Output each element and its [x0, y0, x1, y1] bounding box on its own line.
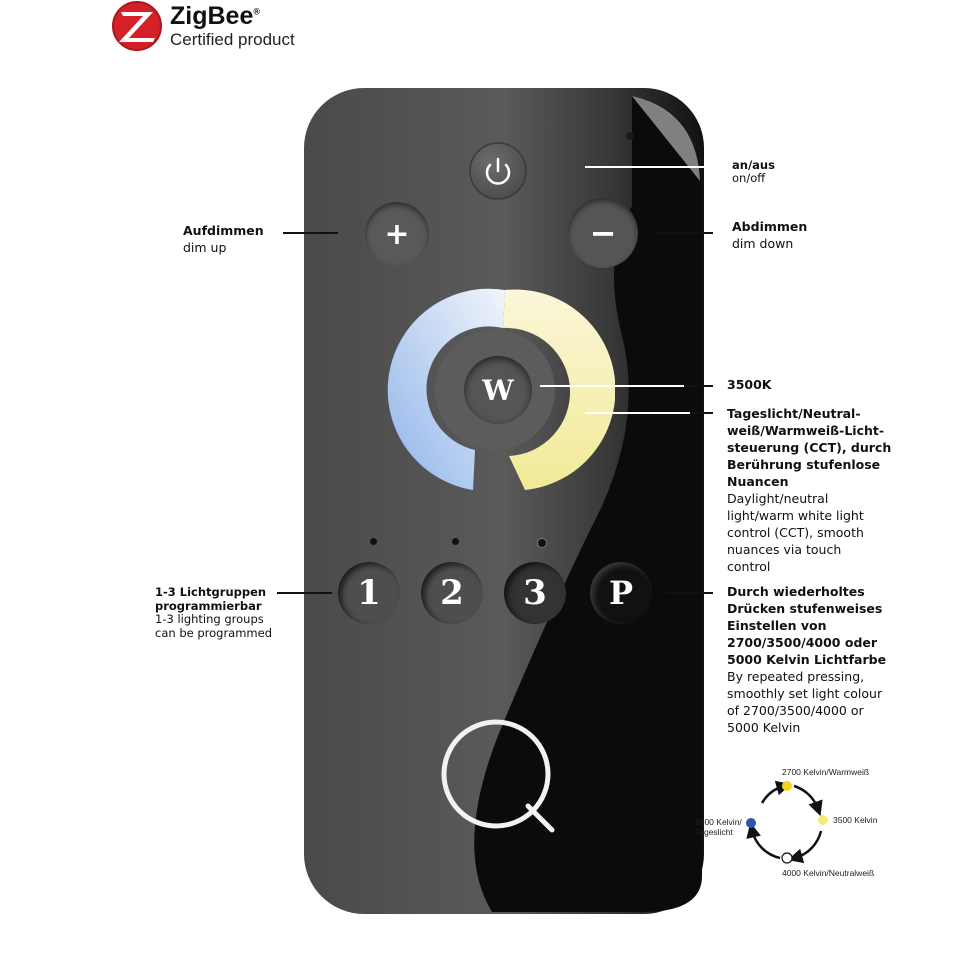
callout-line-program: [666, 592, 713, 594]
legend-bottom: 4000 Kelvin/Neutralweiß: [782, 868, 875, 878]
remote-control: [304, 88, 704, 914]
mid-dot: [818, 815, 828, 825]
logo-title: ZigBee®: [170, 2, 260, 30]
group-2-button[interactable]: 2: [421, 562, 483, 624]
callout-line-cct: [690, 412, 713, 414]
callout-line-dim-up: [283, 232, 338, 234]
kelvin-cycle-diagram: [746, 780, 828, 864]
callout-line-dim-down: [657, 232, 713, 234]
callout-line-groups: [277, 592, 332, 594]
q-brand-logo: [441, 719, 555, 833]
group-1-button[interactable]: 1: [338, 562, 400, 624]
led-3: [537, 538, 547, 548]
group-3-button[interactable]: 3: [504, 562, 566, 624]
warm-dot: [782, 781, 792, 791]
legend-right: 3500 Kelvin: [833, 815, 878, 825]
zigbee-logo: [112, 1, 162, 51]
daylight-dot: [746, 818, 756, 828]
callout-line-power: [585, 166, 713, 168]
led-1: [370, 538, 377, 545]
legend-left-1: 5000 Kelvin/: [695, 817, 742, 827]
callout-line-cct-white: [585, 412, 713, 414]
callout-kelvin: 3500K: [727, 377, 772, 392]
power-button[interactable]: [468, 141, 528, 201]
legend-left-2: Tageslicht: [695, 827, 733, 837]
callout-line-kelvin-white: [540, 385, 713, 387]
logo-subtitle: Certified product: [170, 30, 295, 49]
program-button[interactable]: P: [590, 562, 652, 624]
dim-up-button[interactable]: +: [365, 202, 429, 266]
status-led: [626, 132, 634, 140]
dim-down-button[interactable]: −: [568, 198, 638, 268]
callout-line-kelvin: [684, 385, 713, 387]
neutral-dot: [781, 852, 793, 864]
white-button[interactable]: W: [464, 356, 532, 424]
legend-top: 2700 Kelvin/Warmweiß: [782, 767, 870, 777]
callout-cct: Tageslicht/Neutral-weiß/Warmweiß-Licht-s…: [727, 406, 892, 574]
led-2: [452, 538, 459, 545]
power-icon: [485, 157, 511, 185]
